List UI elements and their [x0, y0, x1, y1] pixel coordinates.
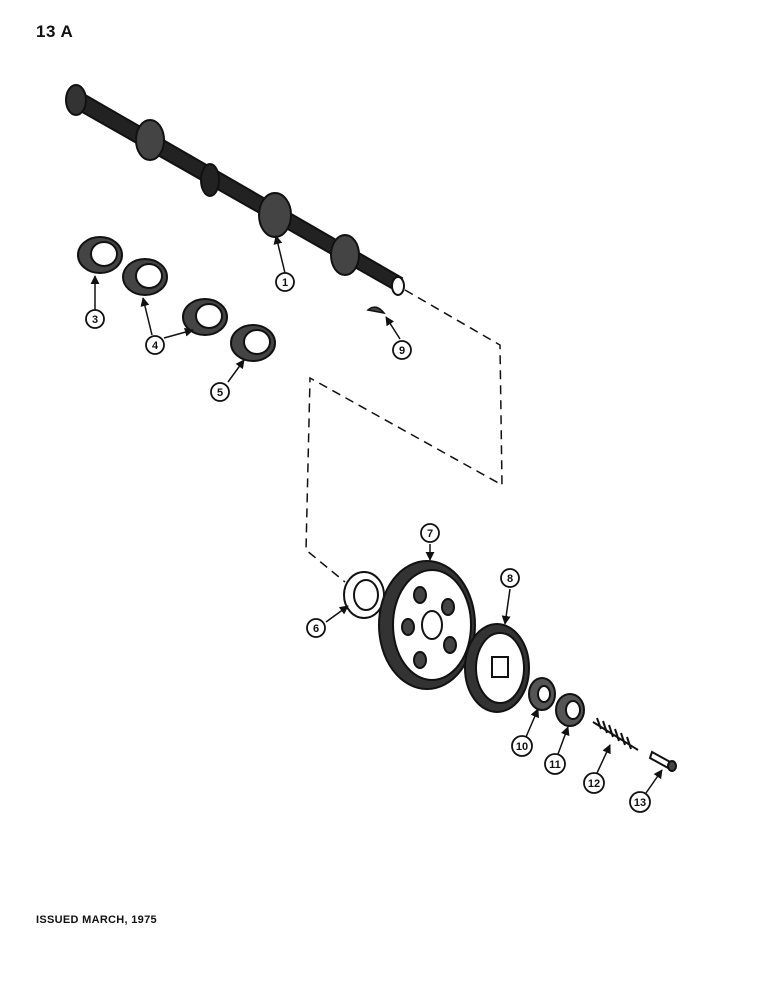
callout-7: 7 — [420, 523, 440, 543]
camshaft — [65, 84, 405, 296]
bearing-4a — [122, 258, 168, 296]
bearing-3 — [77, 236, 123, 274]
callout-5-label: 5 — [217, 387, 223, 399]
leader-lines — [90, 235, 663, 794]
callout-1-label: 1 — [282, 277, 288, 289]
callout-12: 12 — [583, 772, 605, 794]
thrust-washer — [343, 571, 385, 619]
callout-7-label: 7 — [427, 528, 433, 540]
callout-3-label: 3 — [92, 314, 98, 326]
callout-4: 4 — [145, 335, 165, 355]
callout-8-label: 8 — [507, 573, 513, 585]
issued-date: ISSUED MARCH, 1975 — [36, 914, 157, 926]
callout-10-label: 10 — [516, 741, 528, 753]
callout-5: 5 — [210, 382, 230, 402]
callout-13: 13 — [629, 791, 651, 813]
callout-6-label: 6 — [313, 623, 319, 635]
assembly-path-line — [305, 289, 503, 583]
callout-13-label: 13 — [634, 797, 646, 809]
page-number: 13 A — [36, 22, 74, 41]
callout-12-label: 12 — [588, 778, 600, 790]
callout-9-label: 9 — [399, 345, 405, 357]
callout-8: 8 — [500, 568, 520, 588]
callout-4-label: 4 — [152, 340, 159, 352]
callout-11: 11 — [544, 753, 566, 775]
camshaft-gear — [378, 560, 476, 690]
nut — [555, 693, 585, 727]
bearing-5 — [230, 324, 276, 362]
callout-6: 6 — [306, 618, 326, 638]
washer — [528, 677, 556, 711]
callout-3: 3 — [85, 309, 105, 329]
idler-gear — [464, 623, 530, 713]
callout-11-label: 11 — [549, 759, 561, 771]
callout-10: 10 — [511, 735, 533, 757]
bearing-4b — [182, 298, 228, 336]
woodruff-key — [366, 306, 386, 315]
callout-1: 1 — [275, 272, 295, 292]
spring — [592, 717, 639, 751]
plunger — [648, 750, 677, 772]
callout-9: 9 — [392, 340, 412, 360]
